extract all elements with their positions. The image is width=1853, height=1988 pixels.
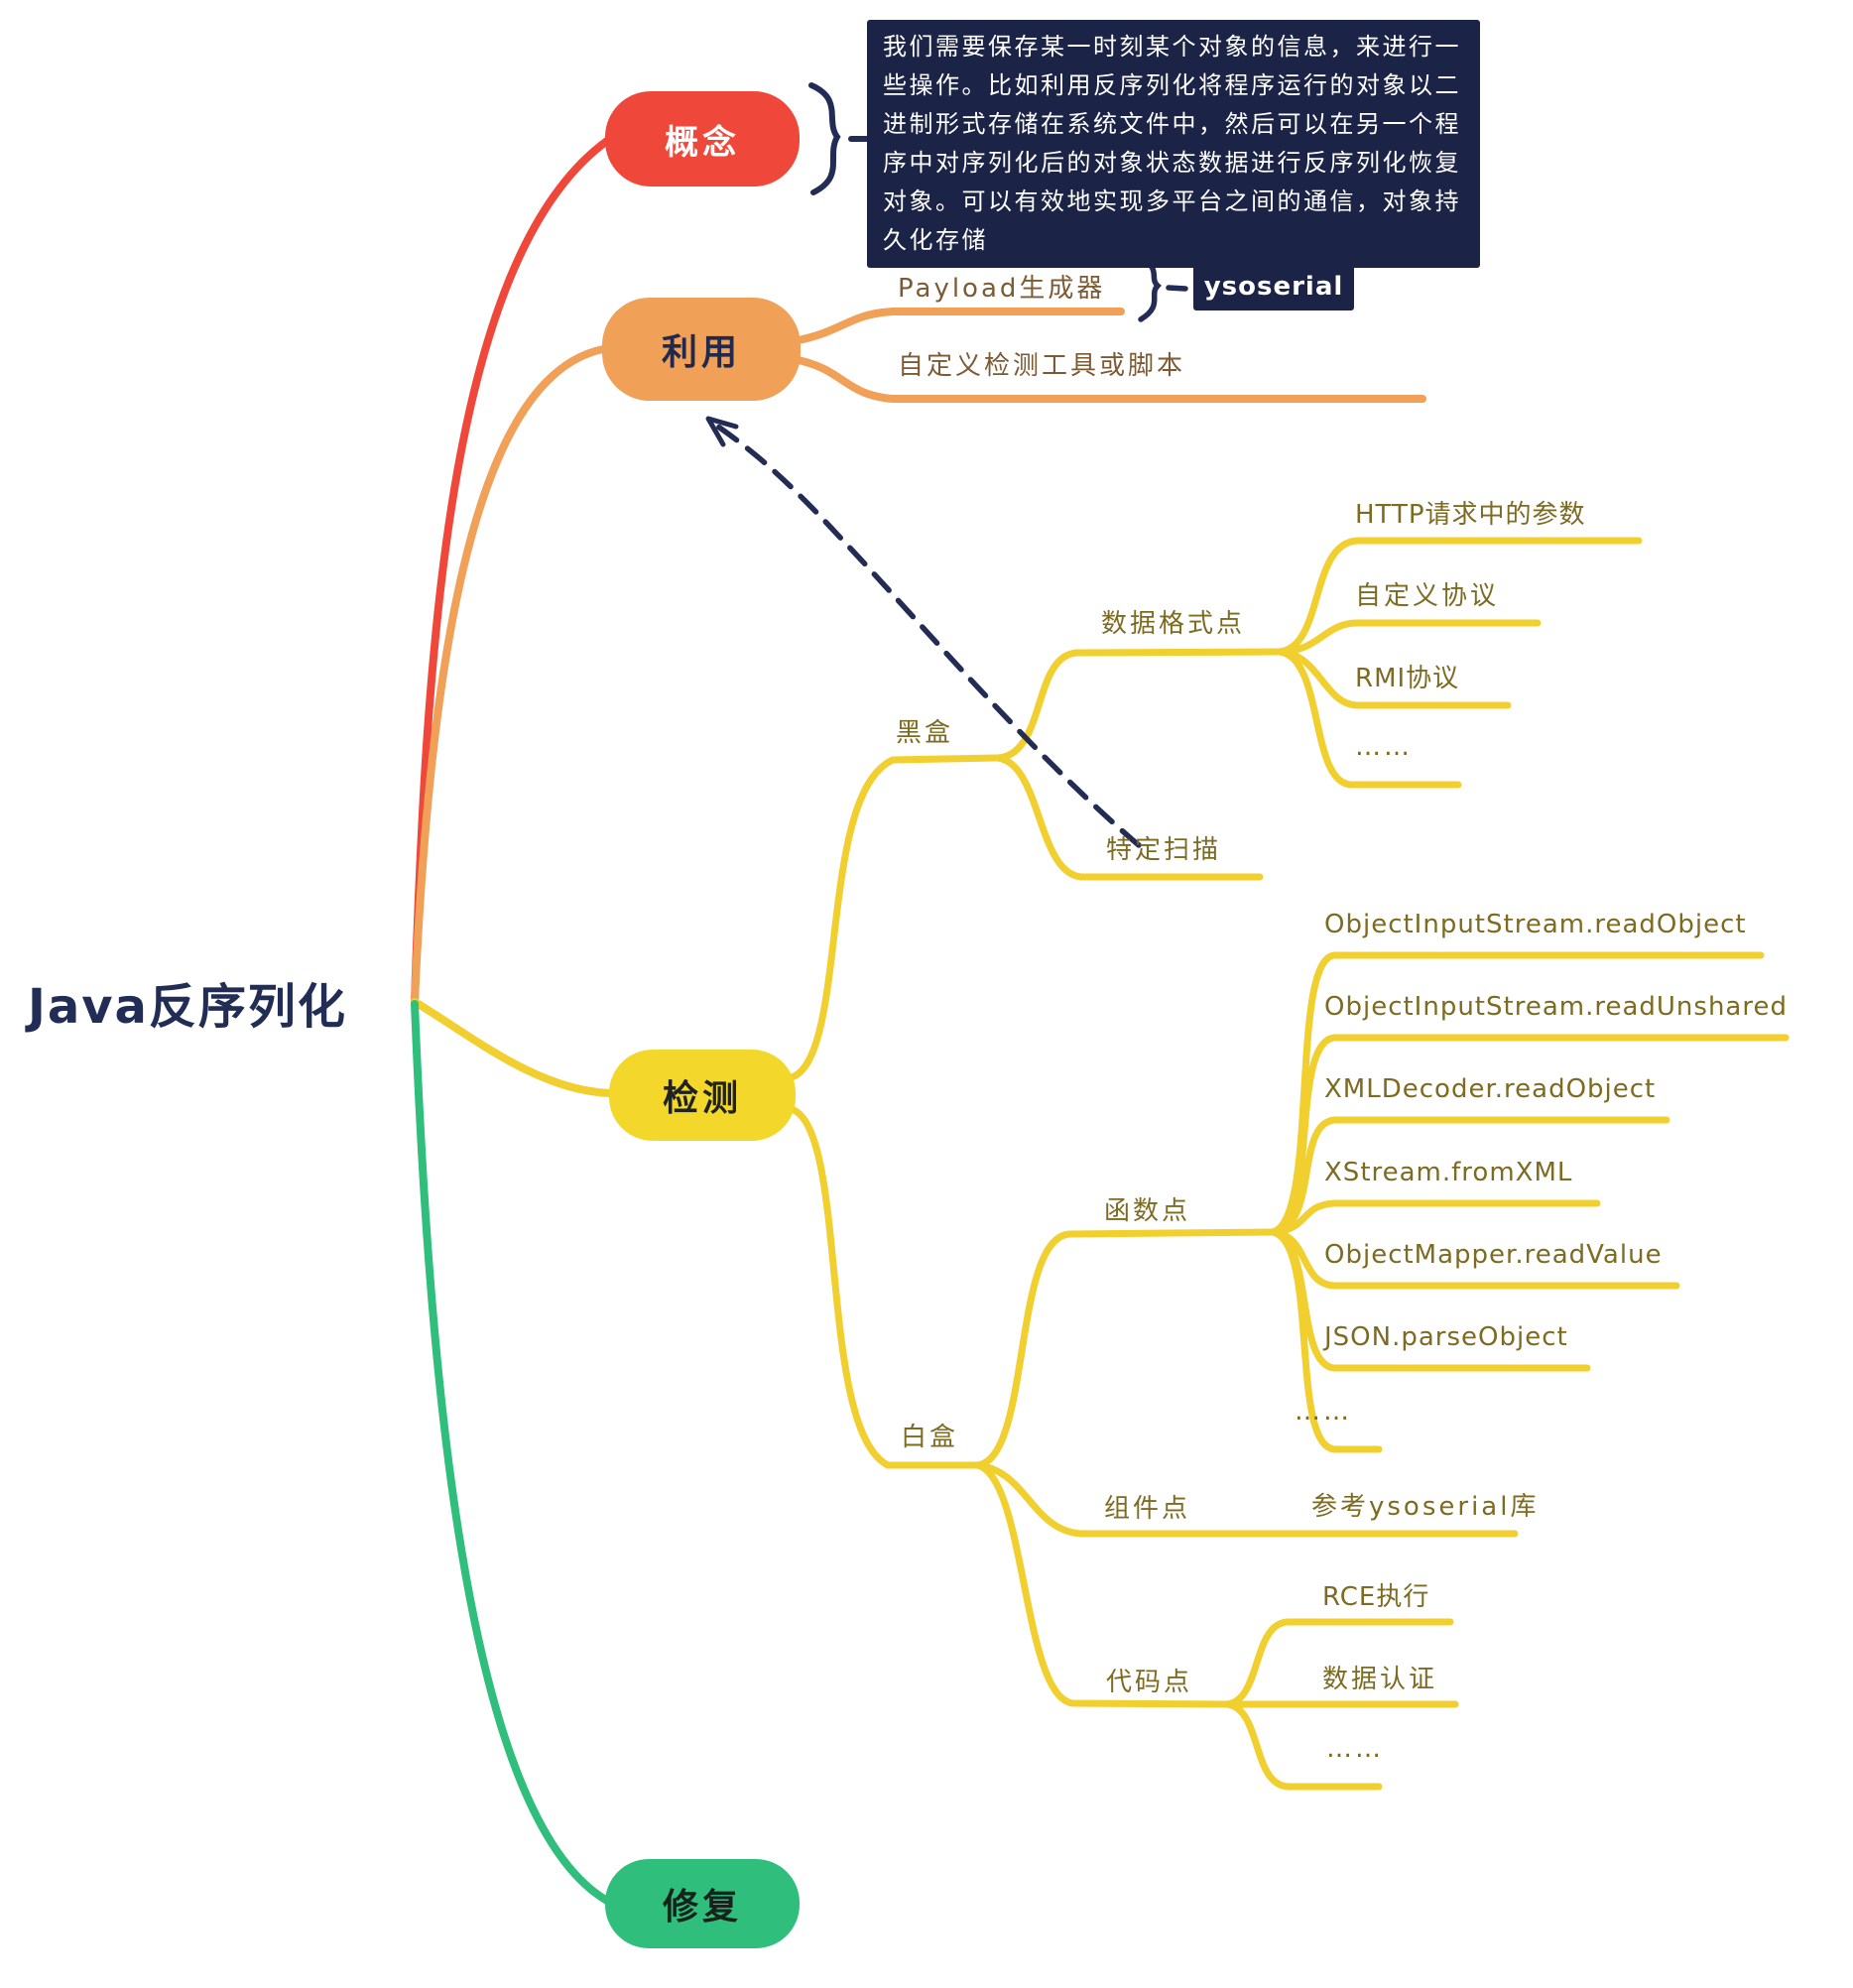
topic-function-points[interactable]: 函数点 <box>1104 1196 1191 1226</box>
custom-protocol-line <box>1276 619 1542 656</box>
topic-fn-xstream[interactable]: XStream.fromXML <box>1324 1158 1573 1187</box>
fn-line-7 <box>1269 1228 1383 1453</box>
topic-data-auth[interactable]: 数据认证 <box>1322 1665 1438 1694</box>
topic-http-param[interactable]: HTTP请求中的参数 <box>1355 500 1586 530</box>
fn-line-4 <box>1269 1199 1601 1236</box>
node-detect[interactable]: 检测 <box>609 1050 796 1141</box>
topic-component-points[interactable]: 组件点 <box>1104 1494 1191 1524</box>
node-exploit-label: 利用 <box>661 332 741 373</box>
function-points-line <box>973 1228 1277 1469</box>
topic-fn-readobject[interactable]: ObjectInputStream.readObject <box>1324 910 1747 939</box>
blackbox-line <box>788 754 1001 1081</box>
custom-tool-line <box>790 355 1426 403</box>
topic-rmi-protocol[interactable]: RMI协议 <box>1355 664 1460 693</box>
root-topic[interactable]: Java反序列化 <box>28 979 347 1035</box>
component-points-line <box>973 1461 1519 1538</box>
topic-fn-objectmapper[interactable]: ObjectMapper.readValue <box>1324 1240 1663 1270</box>
topic-payload-generator[interactable]: Payload生成器 <box>898 274 1106 304</box>
node-exploit[interactable]: 利用 <box>602 298 801 401</box>
topic-blackbox[interactable]: 黑盒 <box>896 718 954 748</box>
code-more-line <box>1223 1700 1383 1791</box>
code-points-line <box>973 1461 1231 1708</box>
scan-line <box>993 754 1264 881</box>
branch-detect-line <box>411 998 615 1097</box>
topic-dataformat-more[interactable]: …… <box>1355 732 1413 762</box>
dataformat-more-line <box>1276 648 1462 789</box>
topic-fn-readunshared[interactable]: ObjectInputStream.readUnshared <box>1324 992 1788 1022</box>
data-format-line <box>993 648 1284 762</box>
fn-line-2 <box>1269 1034 1790 1236</box>
topic-code-points[interactable]: 代码点 <box>1106 1668 1193 1697</box>
topic-fn-more[interactable]: …… <box>1295 1397 1352 1427</box>
topic-data-format[interactable]: 数据格式点 <box>1101 609 1246 639</box>
node-fix-label: 修复 <box>662 1887 742 1927</box>
topic-fn-json[interactable]: JSON.parseObject <box>1324 1322 1568 1352</box>
topic-component-ref[interactable]: 参考ysoserial库 <box>1311 1492 1540 1522</box>
payload-line <box>790 308 1125 345</box>
node-concept[interactable]: 概念 <box>605 91 800 186</box>
topic-custom-tool[interactable]: 自定义检测工具或脚本 <box>898 351 1186 381</box>
fn-line-3 <box>1269 1116 1670 1236</box>
concept-brace <box>808 82 841 195</box>
whitebox-line <box>788 1105 981 1469</box>
node-concept-label: 概念 <box>665 122 740 163</box>
topic-fn-xmldecoder[interactable]: XMLDecoder.readObject <box>1324 1074 1657 1104</box>
node-fix[interactable]: 修复 <box>605 1859 800 1948</box>
topic-code-more[interactable]: …… <box>1326 1734 1384 1764</box>
dashed-arrow-head <box>705 416 739 447</box>
topic-scan[interactable]: 特定扫描 <box>1106 835 1222 865</box>
ysoserial-brace-dash <box>1166 285 1188 292</box>
http-param-line <box>1276 537 1643 656</box>
branch-concept-line <box>411 137 611 1006</box>
node-detect-label: 检测 <box>662 1078 742 1119</box>
rce-line <box>1223 1618 1454 1708</box>
concept-note[interactable]: 我们需要保存某一时刻某个对象的信息，来进行一些操作。比如利用反序列化将程序运行的… <box>867 20 1480 268</box>
topic-whitebox[interactable]: 白盒 <box>901 1423 959 1452</box>
branch-exploit-line <box>411 345 607 1006</box>
branch-fix-line <box>411 1000 611 1905</box>
dashed-arrow <box>715 424 1142 848</box>
topic-custom-protocol[interactable]: 自定义协议 <box>1355 581 1500 611</box>
topic-ysoserial[interactable]: ysoserial <box>1193 263 1354 311</box>
topic-rce[interactable]: RCE执行 <box>1322 1582 1430 1612</box>
